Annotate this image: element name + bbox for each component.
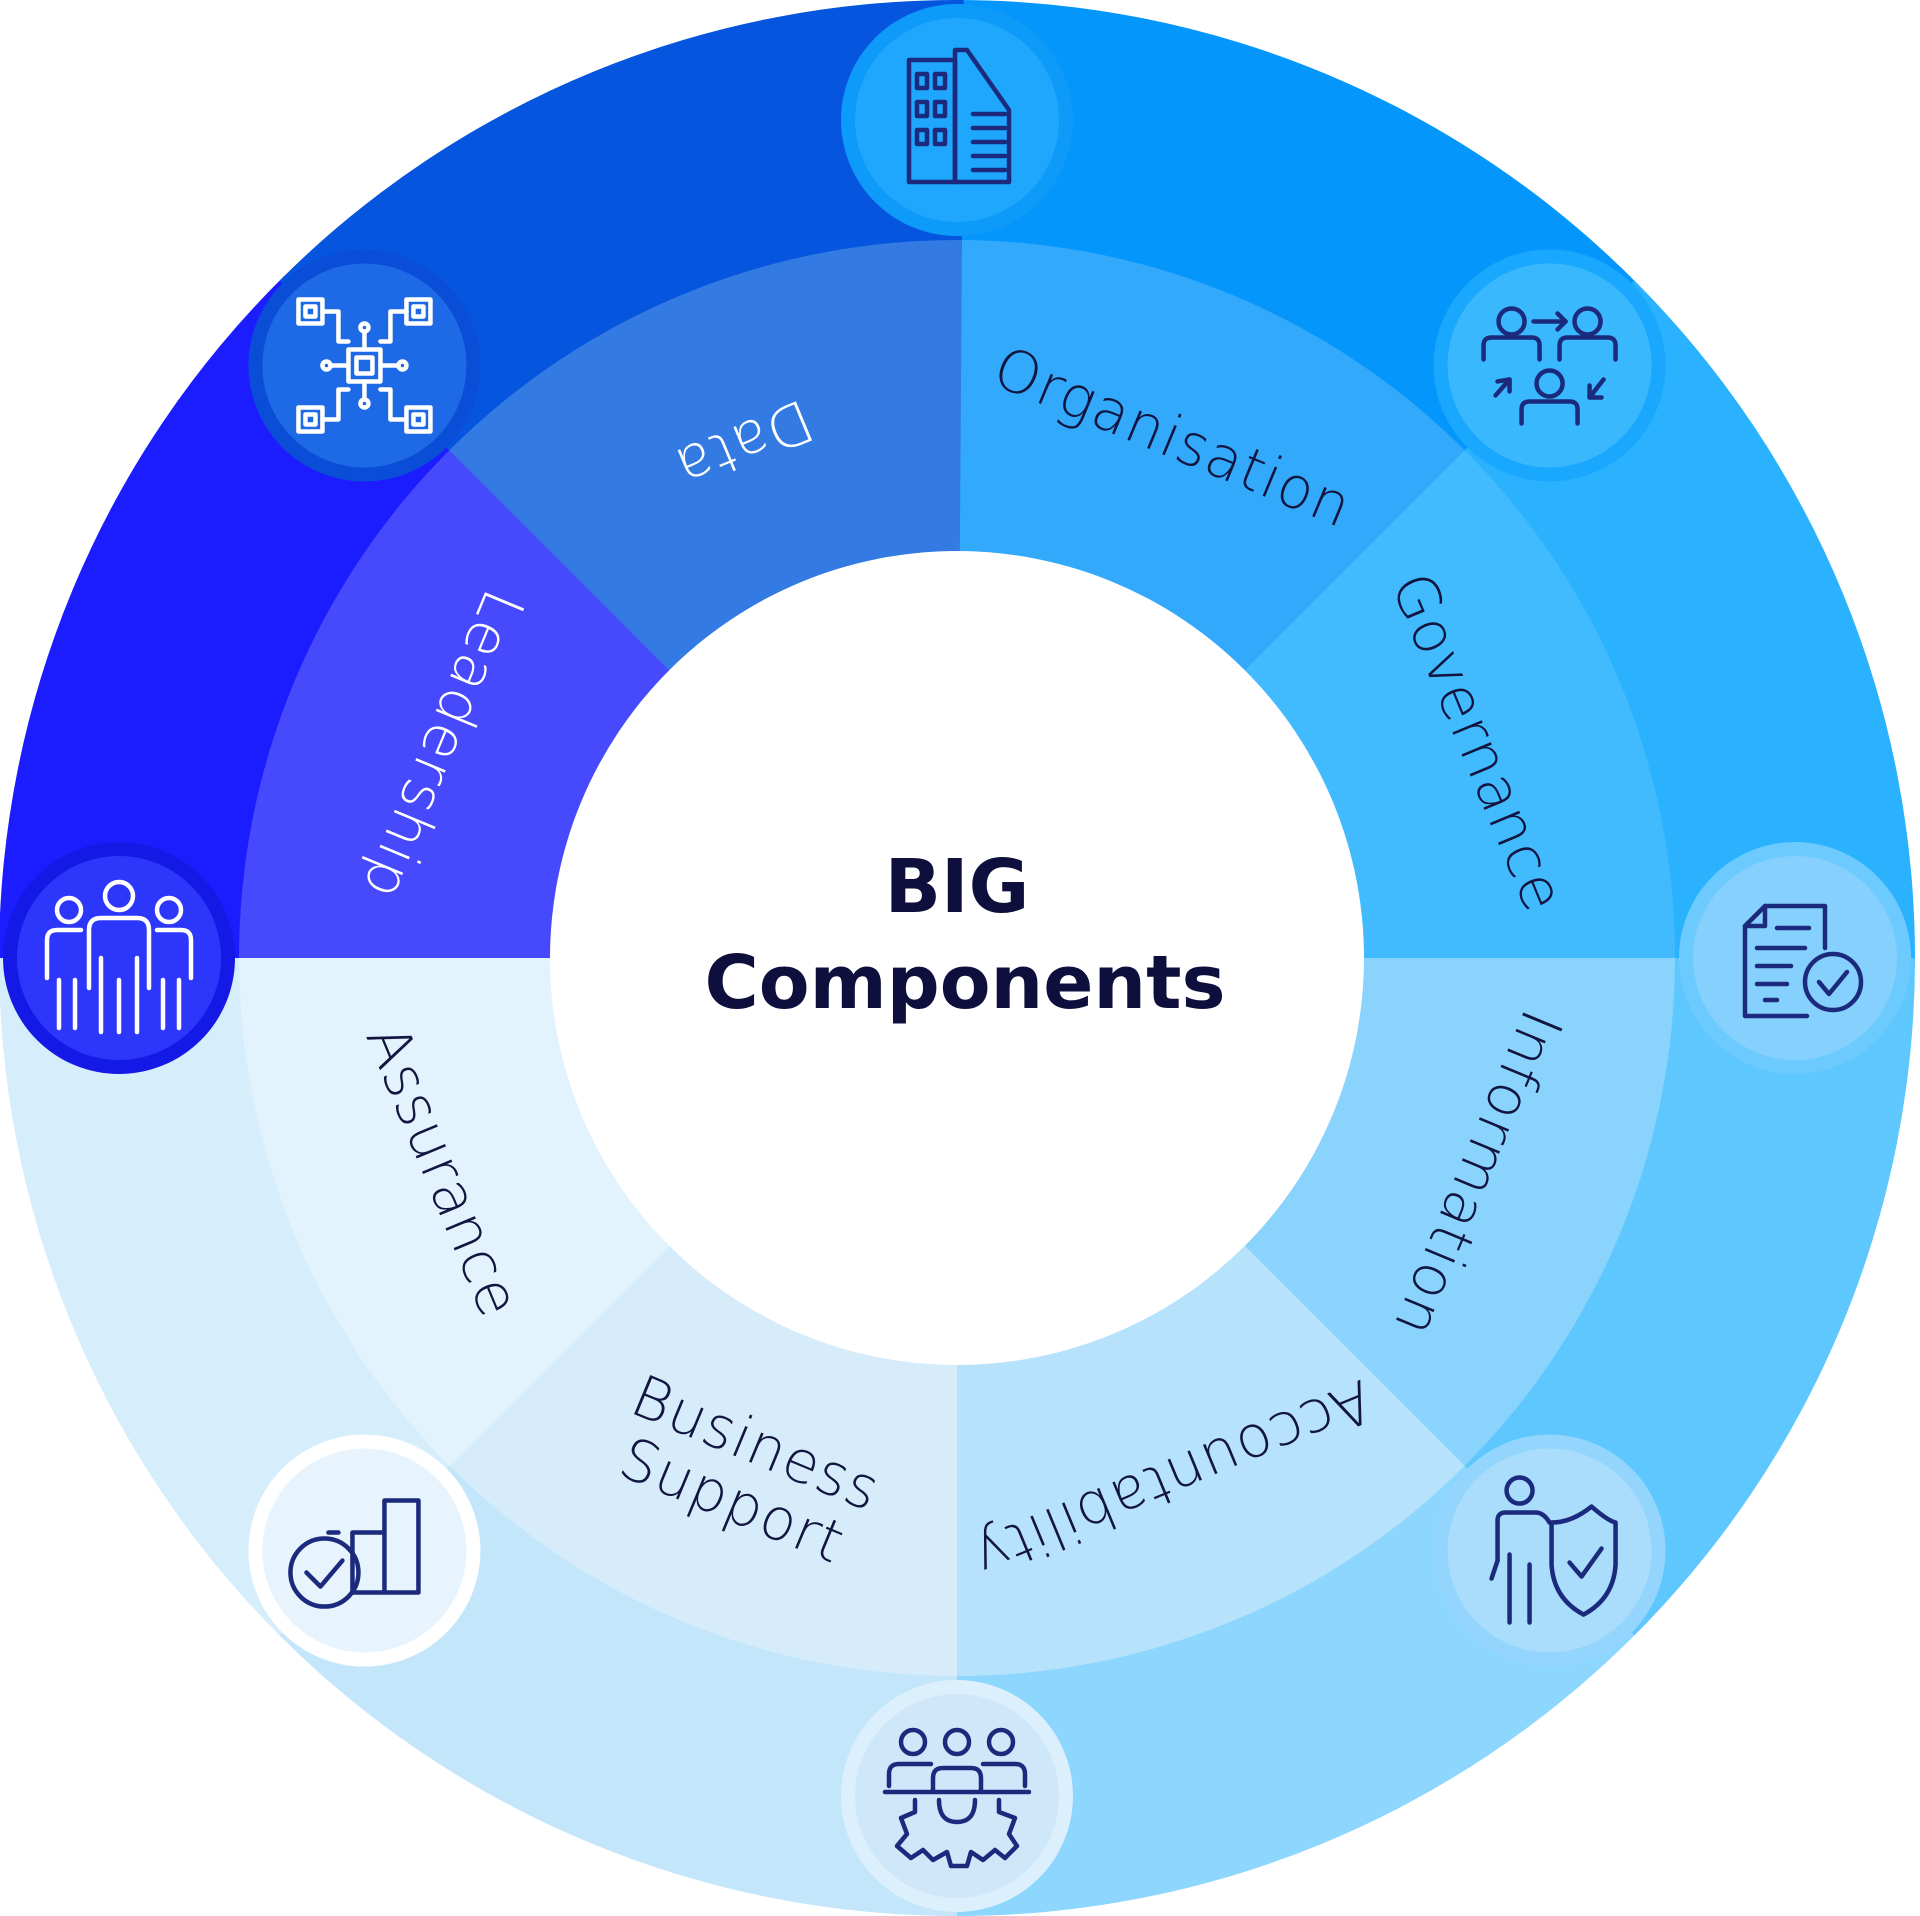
badge-document-check [1679, 842, 1911, 1074]
inner-segment-organisation [957, 240, 1469, 674]
badge-disc [855, 1694, 1059, 1898]
badge-disc [262, 1448, 467, 1653]
badge-group-people [3, 842, 235, 1074]
inner-ring [239, 240, 1676, 1676]
inner-segment-information [1241, 958, 1675, 1470]
inner-segment-assurance [239, 952, 671, 1466]
badge-growth-check [248, 1434, 481, 1667]
person-shield-icon [1489, 1475, 1618, 1625]
circuit-chip-icon [296, 297, 433, 434]
group-people-icon [44, 879, 194, 1035]
badge-team-gear [841, 1680, 1073, 1912]
center-disc [550, 551, 1364, 1365]
badge-person-shield [1433, 1434, 1666, 1667]
center-title-line1: BIG [885, 844, 1030, 930]
team-exchange-icon [1481, 306, 1618, 426]
icon-badges [3, 4, 1911, 1912]
badge-disc [17, 856, 221, 1060]
badge-team-exchange [1433, 249, 1666, 482]
inner-segment-accountability [951, 1244, 1465, 1676]
inner-segment-leadership [239, 446, 673, 958]
center-title-line2: Components [704, 940, 1225, 1026]
inner-segment-business-support [445, 1242, 957, 1676]
badge-disc [1693, 856, 1897, 1060]
team-gear-icon [882, 1727, 1032, 1869]
document-check-icon [1742, 903, 1864, 1019]
badge-circuit-chip [248, 249, 481, 482]
growth-check-icon [288, 1498, 421, 1609]
badge-building [841, 4, 1073, 236]
badge-disc [262, 263, 467, 468]
building-icon [906, 47, 1012, 185]
inner-segment-governance [1243, 450, 1676, 964]
inner-segment-data [449, 240, 963, 672]
badge-disc [1447, 263, 1652, 468]
